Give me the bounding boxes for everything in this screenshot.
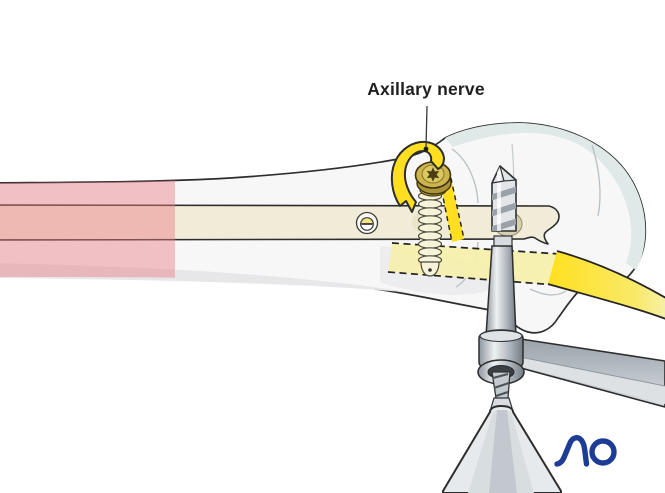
drill-flute-stripes xyxy=(492,166,516,231)
screw-tip-dot xyxy=(428,268,432,272)
drill-tip-edges xyxy=(491,165,517,184)
nerve-exit-outline-top xyxy=(556,250,665,299)
screw-threads xyxy=(417,191,443,265)
screw-torx-recess xyxy=(426,167,440,182)
locking-screw xyxy=(414,161,452,277)
shaft-lower-shading xyxy=(0,263,420,294)
plate-hole-insert-bottom xyxy=(360,223,374,231)
handle-bar-lower-facet xyxy=(515,356,665,404)
chuck-cone-facet-center xyxy=(489,410,517,493)
guide-handle xyxy=(513,337,665,408)
head-contour-tuberosity-upper xyxy=(451,148,479,204)
ao-logo: AO xyxy=(554,435,617,467)
fracture-zone-highlight xyxy=(0,123,175,333)
handle-bar-edge xyxy=(514,355,665,387)
drill-guide-assembly xyxy=(442,245,665,493)
drill-bit xyxy=(491,165,517,251)
drill-chuck-cone xyxy=(442,405,562,493)
axillary-nerve xyxy=(390,140,665,320)
head-contour-posterior xyxy=(591,144,601,217)
guide-collar-top xyxy=(479,329,523,343)
cartilage-cap xyxy=(445,123,646,270)
pink-tint xyxy=(0,123,175,333)
drill-spiral-helix xyxy=(492,373,510,397)
axillary-nerve-label: Axillary nerve xyxy=(367,79,485,99)
nerve-exit-outline-bottom xyxy=(547,283,665,320)
nerve-leader-dot xyxy=(423,146,429,152)
nerve-behind-screw-dash-right xyxy=(448,168,465,240)
guide-sleeve-tube xyxy=(485,245,517,337)
head-contour-inferior xyxy=(529,288,567,296)
chuck-cone-facet-right xyxy=(507,410,534,493)
nerve-exit-segment xyxy=(548,251,665,319)
leader-line xyxy=(425,105,428,149)
ao-logo-letter-o xyxy=(589,438,617,466)
chuck-cone-facet-left xyxy=(468,410,497,493)
nerve-loop xyxy=(390,140,445,213)
nerve-behind-dash-bottom xyxy=(387,271,557,286)
ao-logo-letter-a xyxy=(554,435,590,467)
